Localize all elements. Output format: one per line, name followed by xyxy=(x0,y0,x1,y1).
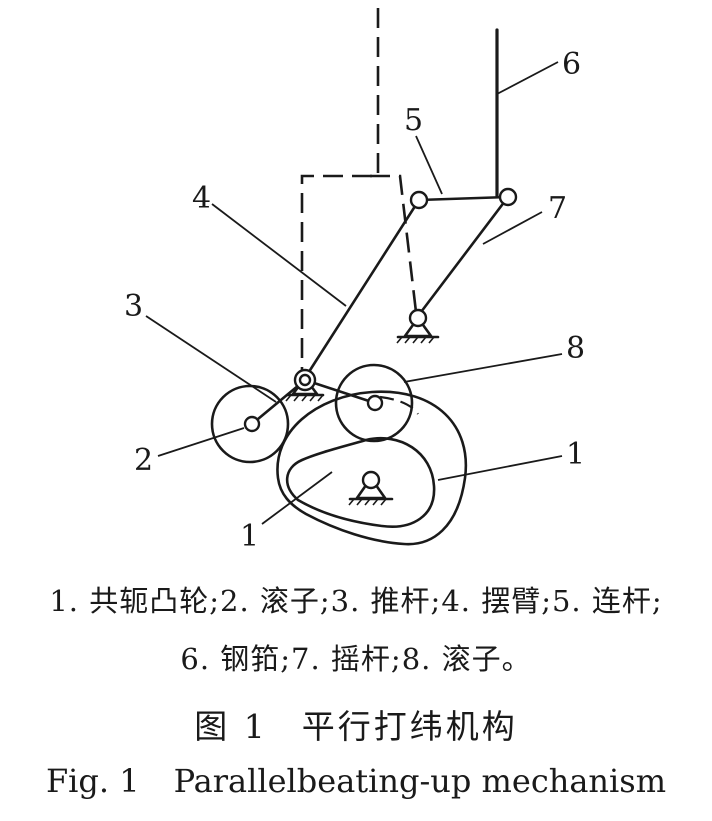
sley-alternate-position xyxy=(370,174,418,313)
callout-1-right: 1 xyxy=(566,437,585,472)
connecting-rod xyxy=(417,195,510,202)
leader-6 xyxy=(496,61,559,95)
callout-6: 6 xyxy=(562,47,581,82)
leader-5 xyxy=(415,135,443,195)
leader-7 xyxy=(482,211,543,245)
callout-1-left: 1 xyxy=(240,519,259,554)
push-rod-left xyxy=(250,378,307,426)
figure-label-english: Fig. 1 xyxy=(45,762,140,800)
figure-title-chinese: 图 1 平行打纬机构 xyxy=(0,700,712,748)
leader-1-left xyxy=(261,471,333,525)
figure-title-chinese-text: 平行打纬机构 xyxy=(301,707,518,746)
callout-4: 4 xyxy=(192,181,211,216)
figure-title-english-text: Parallelbeating-up mechanism xyxy=(173,762,667,800)
conjugate-cam-inner xyxy=(285,437,436,528)
legend-line-1: 1. 共轭凸轮;2. 滚子;3. 推杆;4. 摆臂;5. 连杆; xyxy=(49,584,663,618)
reed-alternate-position xyxy=(300,8,380,378)
conjugate-cam-outer xyxy=(276,390,468,546)
leader-2 xyxy=(157,427,245,457)
figure-title-english: Fig. 1 Parallelbeating-up mechanism xyxy=(0,762,712,800)
callout-2: 2 xyxy=(134,443,153,478)
roller-2 xyxy=(210,384,290,464)
leader-3 xyxy=(145,315,277,403)
roller-8-pin xyxy=(366,394,384,412)
push-rod-right xyxy=(303,378,377,405)
fixed-pivot-swing-arm xyxy=(285,368,325,402)
rocker-arm xyxy=(416,195,510,318)
fixed-pivot-rocker xyxy=(396,308,440,344)
callout-3: 3 xyxy=(124,289,143,324)
roller-2-pin xyxy=(243,415,261,433)
joint-reed-bottom xyxy=(498,187,518,207)
legend-line-2: 6. 钢筘;7. 摇杆;8. 滚子。 xyxy=(180,642,532,676)
callout-7: 7 xyxy=(548,191,567,226)
cam-dashed-contour xyxy=(379,395,419,415)
leader-1-right xyxy=(437,455,563,481)
callout-5: 5 xyxy=(404,103,423,138)
mechanism-diagram: 6 5 7 4 3 8 2 1 1 xyxy=(124,8,585,554)
callout-8: 8 xyxy=(566,331,585,366)
leader-4 xyxy=(211,203,347,307)
joint-swing-arm-top xyxy=(409,190,429,210)
leader-8 xyxy=(403,353,563,383)
figure-label-chinese: 图 1 xyxy=(194,707,268,746)
swing-arm xyxy=(303,198,421,380)
fixed-pivot-cam xyxy=(348,470,394,506)
roller-8 xyxy=(334,363,414,443)
